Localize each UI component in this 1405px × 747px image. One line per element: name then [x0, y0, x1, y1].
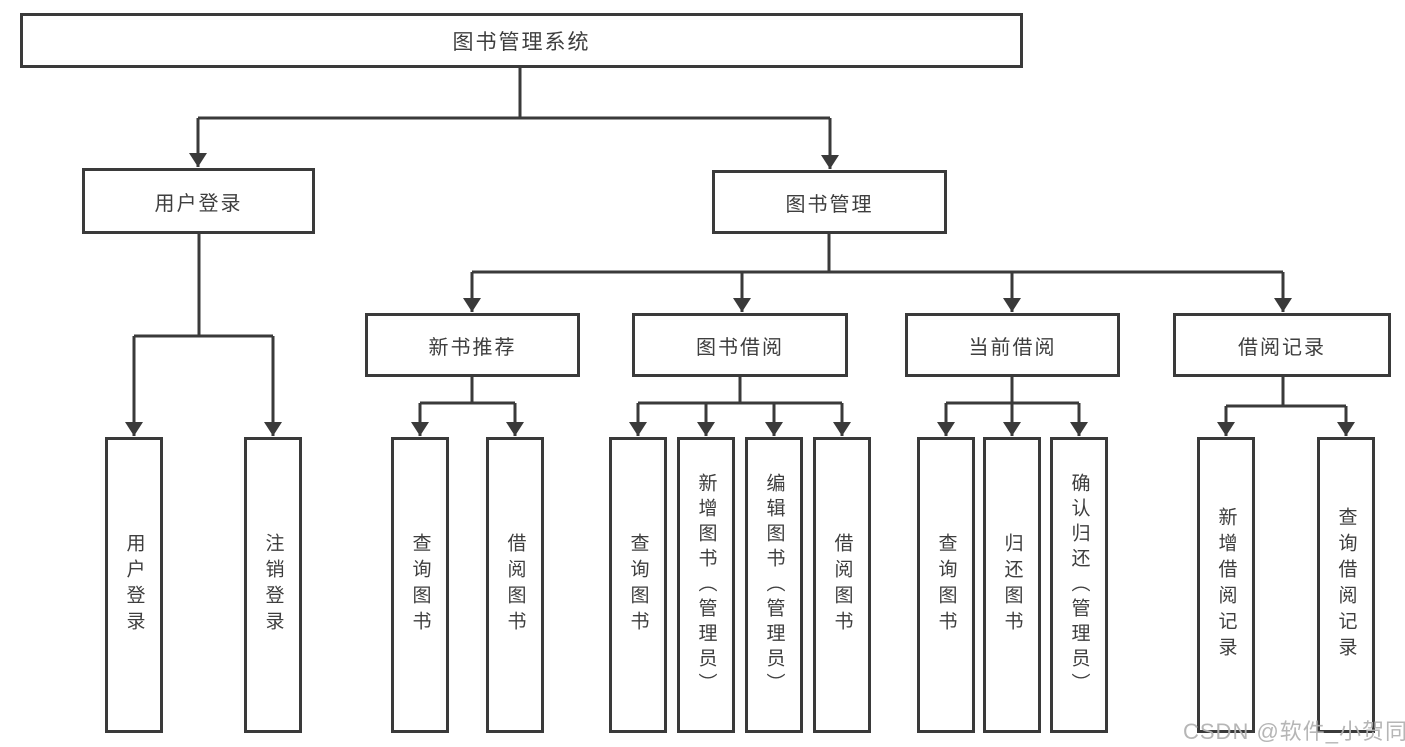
node-leaf-return-books: 归还图书: [983, 437, 1041, 733]
node-leaf-user-login: 用户登录: [105, 437, 163, 733]
arrowheads: [125, 118, 1355, 436]
connector-current-borrow-subtree: [946, 376, 1079, 405]
node-leaf-confirm-return-admin: 确认归还（管理员）: [1050, 437, 1108, 733]
node-current-borrow: 当前借阅: [905, 313, 1120, 377]
node-leaf-borrow-query-books: 查询图书: [609, 437, 667, 733]
node-new-book-recommend: 新书推荐: [365, 313, 580, 377]
connector-book-mgmt-to-level3: [472, 233, 1283, 274]
connector-book-borrow-subtree: [638, 376, 842, 405]
node-leaf-logout: 注销登录: [244, 437, 302, 733]
node-book-borrow: 图书借阅: [632, 313, 848, 377]
connector-new-book-subtree: [420, 376, 515, 405]
node-system-root: 图书管理系统: [20, 13, 1023, 68]
node-leaf-newbook-borrow-books: 借阅图书: [486, 437, 544, 733]
connector-user-login-subtree: [134, 232, 273, 338]
csdn-watermark: CSDN @软件_小贺同学: [1183, 719, 1405, 744]
node-leaf-edit-book-admin: 编辑图书（管理员）: [745, 437, 803, 733]
node-borrow-records: 借阅记录: [1173, 313, 1391, 377]
node-user-login-module: 用户登录: [82, 168, 315, 234]
node-leaf-query-borrow-record: 查询借阅记录: [1317, 437, 1375, 733]
node-leaf-add-book-admin: 新增图书（管理员）: [677, 437, 735, 733]
node-leaf-current-query-books: 查询图书: [917, 437, 975, 733]
node-leaf-add-borrow-record: 新增借阅记录: [1197, 437, 1255, 733]
connector-root-to-level2: [198, 68, 830, 120]
connector-borrow-records-subtree: [1226, 376, 1346, 408]
node-leaf-newbook-query-books: 查询图书: [391, 437, 449, 733]
node-leaf-borrow-books: 借阅图书: [813, 437, 871, 733]
node-book-management-module: 图书管理: [712, 170, 947, 234]
